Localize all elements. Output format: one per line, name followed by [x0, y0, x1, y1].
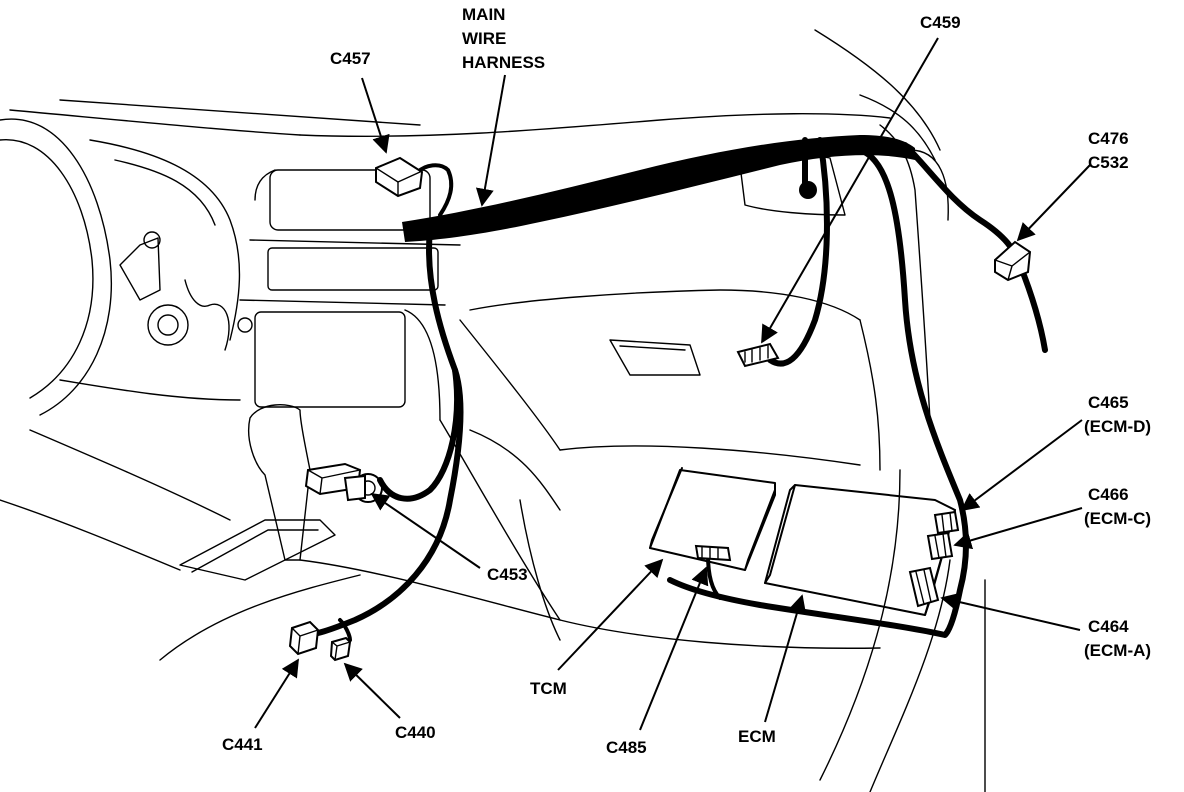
label-c453: C453: [487, 565, 528, 584]
connector-c464: [908, 566, 940, 608]
connector-c465: [933, 510, 960, 535]
label-tcm: TCM: [530, 679, 567, 698]
leader-lines: [254, 37, 1091, 731]
leader-c464: [940, 592, 1081, 631]
labels: MAIN WIRE HARNESS C457 C459 C476 C532 C4…: [222, 5, 1151, 757]
leader-c485: [639, 566, 709, 731]
connector-c466: [926, 531, 954, 561]
leader-main-wire-harness: [475, 74, 506, 207]
leader-ecm: [764, 594, 807, 723]
leader-c457: [361, 77, 390, 154]
label-c464: C464 (ECM-A): [1084, 617, 1151, 660]
label-c459: C459: [920, 13, 961, 32]
label-ecm: ECM: [738, 727, 776, 746]
connectors: [288, 156, 1032, 662]
connector-c457: [375, 156, 424, 198]
connector-c485: [694, 544, 732, 562]
label-c465: C465 (ECM-D): [1084, 393, 1151, 436]
label-c466: C466 (ECM-C): [1084, 485, 1151, 528]
leader-c476-c532: [1016, 164, 1091, 242]
dashboard-outline: [0, 29, 986, 792]
connector-c441: [288, 620, 320, 656]
main-wire-harness: [302, 135, 1048, 642]
leader-c453: [370, 492, 481, 569]
label-c476-c532: C476 C532: [1088, 129, 1133, 172]
connector-c440: [329, 636, 352, 662]
label-c485: C485: [606, 738, 647, 757]
leader-c465: [960, 419, 1083, 512]
label-c441: C441: [222, 735, 263, 754]
connector-c459: [736, 342, 780, 368]
leader-c459: [761, 37, 939, 344]
connector-c476-c532: [994, 240, 1032, 282]
tcm-box: [649, 467, 776, 571]
leader-c441: [254, 658, 299, 729]
label-main-wire-harness: MAIN WIRE HARNESS: [462, 5, 545, 72]
label-c457: C457: [330, 49, 371, 68]
leader-c440: [343, 662, 401, 719]
leader-tcm: [557, 558, 664, 671]
leader-c466: [953, 507, 1083, 550]
connector-c453: [304, 462, 383, 503]
label-c440: C440: [395, 723, 436, 742]
